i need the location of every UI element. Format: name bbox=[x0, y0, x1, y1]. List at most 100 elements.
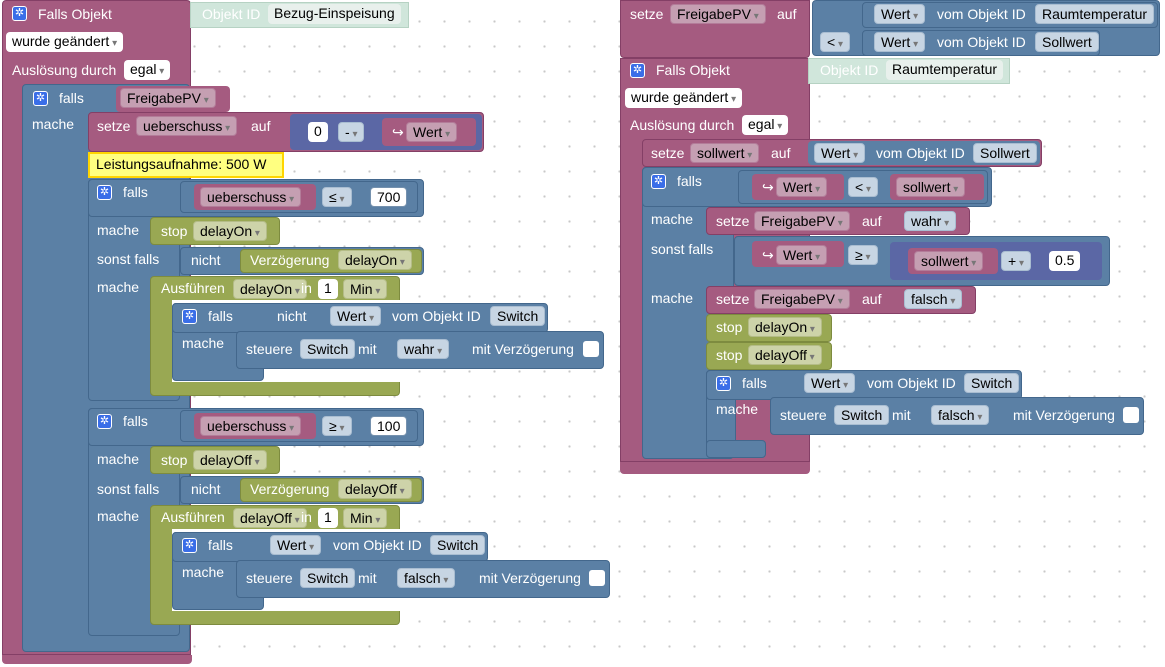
object-id-switch[interactable]: Switch bbox=[300, 568, 356, 588]
variable-ueberschuss[interactable]: ueberschuss bbox=[136, 116, 238, 136]
falls-label: falls bbox=[123, 413, 148, 429]
wert-dropdown[interactable]: Wert bbox=[270, 535, 322, 555]
wert-dropdown[interactable]: Wert bbox=[874, 32, 926, 52]
number-700[interactable]: 700 bbox=[370, 187, 408, 207]
wert-dropdown[interactable]: Wert bbox=[776, 177, 828, 197]
mache-label: mache bbox=[651, 290, 694, 306]
le-operator-dropdown[interactable]: ≤ bbox=[322, 187, 352, 207]
wert-dropdown[interactable]: Wert bbox=[804, 373, 856, 393]
vom-objekt-id-label: vom Objekt ID bbox=[937, 6, 1026, 22]
object-id-switch[interactable]: Switch bbox=[964, 373, 1020, 393]
vom-objekt-id-label: vom Objekt ID bbox=[333, 537, 422, 553]
object-id-switch[interactable]: Switch bbox=[490, 306, 546, 326]
object-id-sollwert[interactable]: Sollwert bbox=[973, 143, 1037, 163]
object-id-value[interactable]: Raumtemperatur bbox=[886, 60, 1004, 80]
object-id-switch[interactable]: Switch bbox=[430, 535, 486, 555]
object-id-raumtemperatur[interactable]: Raumtemperatur bbox=[1035, 4, 1155, 24]
wert-dropdown[interactable]: Wert bbox=[874, 4, 926, 24]
variable-sollwert[interactable]: sollwert bbox=[690, 143, 760, 163]
ausloesung-dropdown[interactable]: egal bbox=[124, 60, 171, 80]
verzoegerung-checkbox[interactable] bbox=[1123, 407, 1139, 423]
timer-delayoff-dropdown[interactable]: delayOff bbox=[193, 450, 267, 470]
mit-label: mit bbox=[892, 407, 911, 423]
falls-label: falls bbox=[208, 308, 233, 324]
setze-label: setze bbox=[716, 213, 750, 229]
object-id-sollwert[interactable]: Sollwert bbox=[1035, 32, 1099, 52]
falls-label: falls bbox=[208, 537, 233, 553]
vom-objekt-id-label: vom Objekt ID bbox=[867, 375, 956, 391]
number-1[interactable]: 1 bbox=[318, 279, 338, 299]
falls-label: falls bbox=[123, 184, 148, 200]
value-falsch-dropdown[interactable]: falsch bbox=[931, 405, 990, 425]
gear-icon[interactable]: ✲ bbox=[716, 376, 731, 391]
gear-icon[interactable]: ✲ bbox=[97, 414, 112, 429]
sonst-falls-label: sonst falls bbox=[97, 251, 160, 267]
vom-objekt-id-label: vom Objekt ID bbox=[392, 308, 481, 324]
gear-icon[interactable]: ✲ bbox=[630, 63, 645, 78]
falls-label: falls bbox=[59, 90, 84, 106]
variable-ueberschuss[interactable]: ueberschuss bbox=[200, 416, 302, 436]
trigger-condition-dropdown[interactable]: wurde geändert bbox=[625, 88, 743, 108]
ge-operator-dropdown[interactable]: ≥ bbox=[322, 416, 352, 436]
wert-dropdown[interactable]: Wert bbox=[814, 143, 866, 163]
ausloesung-dropdown[interactable]: egal bbox=[742, 115, 789, 135]
object-id-switch[interactable]: Switch bbox=[300, 339, 356, 359]
value-falsch-dropdown[interactable]: falsch bbox=[904, 289, 963, 309]
value-wahr-dropdown[interactable]: wahr bbox=[397, 339, 450, 359]
lt-operator-dropdown[interactable]: < bbox=[820, 32, 850, 52]
timer-delayon-dropdown[interactable]: delayOn bbox=[233, 279, 307, 299]
variable-freigabepv[interactable]: FreigabePV bbox=[670, 4, 766, 24]
timer-delayoff-dropdown[interactable]: delayOff bbox=[233, 508, 307, 528]
wert-dropdown[interactable]: Wert bbox=[406, 122, 458, 142]
comment-box[interactable]: Leistungsaufnahme: 500 W bbox=[88, 152, 284, 178]
variable-freigabepv[interactable]: FreigabePV bbox=[120, 88, 216, 108]
wert-dropdown[interactable]: Wert bbox=[330, 306, 382, 326]
value-wahr-dropdown[interactable]: wahr bbox=[904, 211, 957, 231]
number-zero[interactable]: 0 bbox=[308, 122, 328, 142]
timer-delayon-dropdown[interactable]: delayOn bbox=[748, 317, 822, 337]
gear-icon[interactable]: ✲ bbox=[651, 174, 666, 189]
timer-delayoff-dropdown[interactable]: delayOff bbox=[748, 345, 822, 365]
setze-label: setze bbox=[97, 118, 131, 134]
steuere-label: steuere bbox=[780, 407, 827, 423]
variable-ueberschuss[interactable]: ueberschuss bbox=[200, 187, 302, 207]
variable-freigabepv[interactable]: FreigabePV bbox=[754, 211, 850, 231]
vom-objekt-id-label: vom Objekt ID bbox=[937, 34, 1026, 50]
unit-min-dropdown[interactable]: Min bbox=[343, 508, 388, 528]
plus-operator-dropdown[interactable]: + bbox=[1001, 251, 1031, 271]
wert-dropdown[interactable]: Wert bbox=[776, 245, 828, 265]
gear-icon[interactable]: ✲ bbox=[182, 309, 197, 324]
gear-icon[interactable]: ✲ bbox=[33, 91, 48, 106]
number-1[interactable]: 1 bbox=[318, 508, 338, 528]
verzoegerung-checkbox[interactable] bbox=[589, 570, 605, 586]
variable-freigabepv[interactable]: FreigabePV bbox=[754, 289, 850, 309]
gear-icon[interactable]: ✲ bbox=[97, 185, 112, 200]
unit-min-dropdown[interactable]: Min bbox=[343, 279, 388, 299]
object-id-label: Objekt ID bbox=[202, 6, 261, 22]
verzoegerung-checkbox[interactable] bbox=[583, 341, 599, 357]
ge-operator-dropdown[interactable]: ≥ bbox=[848, 245, 878, 265]
timer-delayon-dropdown[interactable]: delayOn bbox=[193, 221, 267, 241]
setze-label: setze bbox=[630, 6, 664, 22]
gear-icon[interactable]: ✲ bbox=[12, 6, 27, 21]
object-id-switch[interactable]: Switch bbox=[834, 405, 890, 425]
in-label: in bbox=[301, 509, 312, 525]
lt-operator-dropdown[interactable]: < bbox=[848, 177, 878, 197]
timer-delayoff-dropdown[interactable]: delayOff bbox=[338, 479, 412, 499]
variable-sollwert[interactable]: sollwert bbox=[896, 177, 966, 197]
vom-objekt-id-label: vom Objekt ID bbox=[876, 145, 965, 161]
in-label: in bbox=[301, 280, 312, 296]
value-falsch-dropdown[interactable]: falsch bbox=[397, 568, 456, 588]
auf-label: auf bbox=[862, 291, 882, 307]
number-0-5[interactable]: 0.5 bbox=[1049, 251, 1081, 271]
mache-label: mache bbox=[97, 222, 140, 238]
trigger-condition-dropdown[interactable]: wurde geändert bbox=[6, 32, 124, 52]
sonst-falls-label: sonst falls bbox=[651, 241, 714, 257]
timer-delayon-dropdown[interactable]: delayOn bbox=[338, 250, 412, 270]
minus-operator-dropdown[interactable]: - bbox=[338, 122, 365, 142]
object-id-value[interactable]: Bezug-Einspeisung bbox=[268, 4, 401, 24]
gear-icon[interactable]: ✲ bbox=[182, 538, 197, 553]
variable-sollwert[interactable]: sollwert bbox=[914, 251, 984, 271]
number-100[interactable]: 100 bbox=[370, 416, 408, 436]
steuere-label: steuere bbox=[246, 341, 293, 357]
